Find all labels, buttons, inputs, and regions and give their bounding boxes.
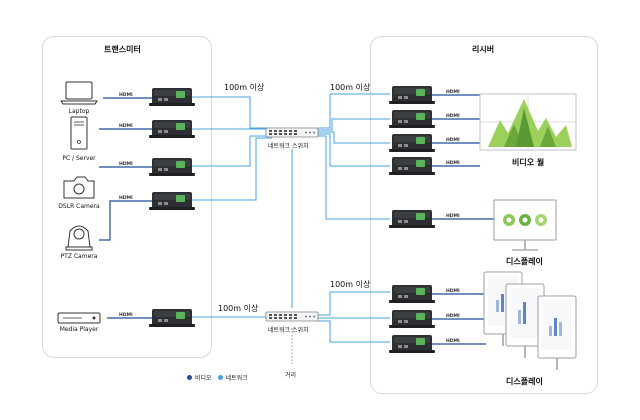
video-links-display [432,94,494,345]
receiver-device [389,310,435,328]
distance-note: 거리 [285,372,297,379]
transmitter-panel-title: 트랜스미터 [104,45,141,54]
distance-label: 100m 이상 [218,304,259,313]
hdmi-label: HDMI [119,162,133,167]
hdmi-label: HDMI [446,138,460,143]
hdmi-label: HDMI [119,196,133,201]
pc-tower-icon [70,116,88,150]
hdmi-label: HDMI [446,339,460,344]
distance-label: 100m 이상 [330,280,371,289]
receiver-device [389,110,435,128]
laptop-icon [60,81,98,105]
transmitter-device [149,192,195,210]
transmitter-device [149,309,195,327]
hdmi-label: HDMI [119,93,133,98]
source-label-dslr-camera: DSLR Camera [58,203,100,210]
legend-network-label: 네트워크 [225,375,248,382]
dslr-camera-icon [63,176,95,199]
receiver-device [389,210,435,228]
hdmi-label: HDMI [119,313,133,318]
source-label-ptz-camera: PTZ Camera [60,253,98,260]
switch-label: 네트워크 스위치 [268,143,309,150]
network-switch [265,127,319,138]
hdmi-label: HDMI [446,90,460,95]
video-wall [479,93,577,151]
hdmi-label: HDMI [119,124,133,129]
receiver-device [389,285,435,303]
legend-network-swatch [217,375,223,380]
hdmi-label: HDMI [446,161,460,166]
legend-video-swatch [187,375,192,380]
receiver-panel-title: 리시버 [472,45,495,54]
hdmi-label: HDMI [446,314,460,319]
transmitter-device [149,158,195,176]
source-label-media-player: Media Player [59,326,99,333]
display-group [483,271,577,371]
display-label: 디스플레이 [506,377,543,386]
transmitter-device [149,88,195,106]
distance-label: 100m 이상 [330,83,371,92]
video-links-source [99,97,152,319]
hdmi-label: HDMI [446,214,460,219]
display-label: 디스플레이 [506,257,543,266]
network-links [192,93,390,343]
receiver-device [389,134,435,152]
receiver-device [389,335,435,353]
transmitter-device [149,120,195,138]
legend-video-label: 비디오 [195,375,212,382]
hdmi-label: HDMI [446,114,460,119]
source-label-pc-server: PC / Server [62,155,96,162]
ptz-camera-icon [65,225,93,251]
receiver-device [389,86,435,104]
media-player-icon [57,312,101,324]
legend: 비디오 네트워크 [187,373,248,382]
video-wall-label: 비디오 월 [512,158,545,167]
hdmi-label: HDMI [446,289,460,294]
network-switch [265,311,319,322]
display-monitor [493,199,557,251]
receiver-device [389,157,435,175]
distance-label: 100m 이상 [224,83,265,92]
source-label-laptop: Laptop [68,108,90,115]
switch-label: 네트워크 스위치 [268,327,309,334]
